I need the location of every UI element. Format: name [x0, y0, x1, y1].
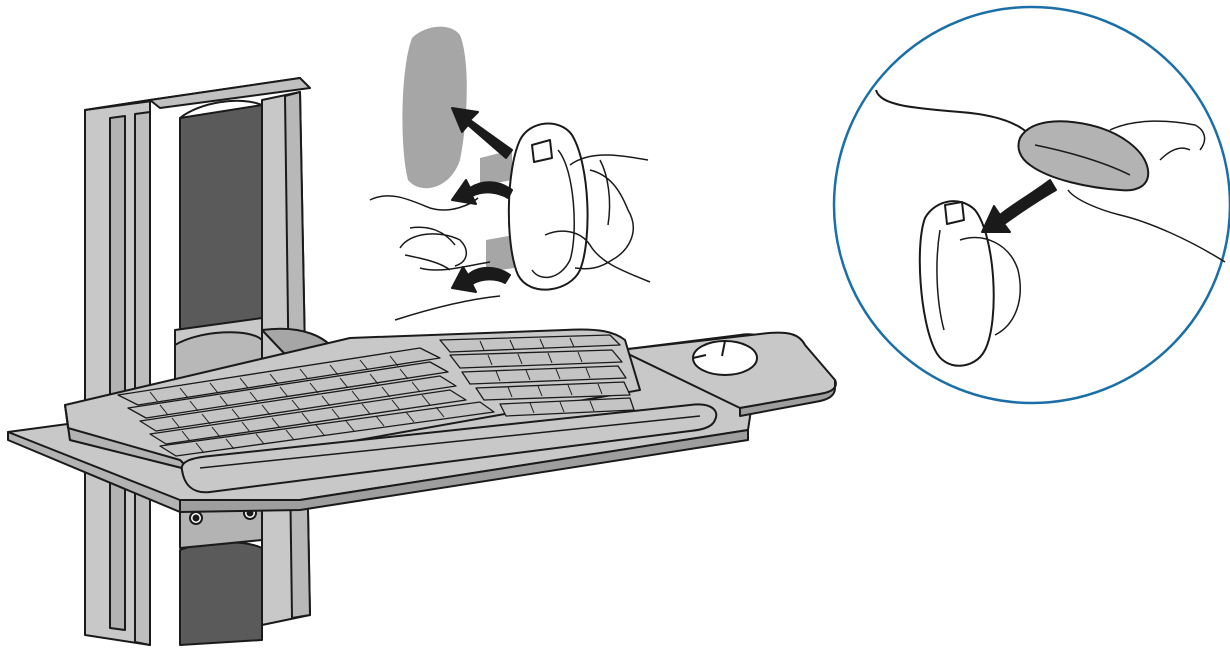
mouse — [693, 341, 757, 375]
arrow-curve-icon — [452, 267, 510, 292]
mouse-holder-mounting — [370, 27, 650, 320]
mouse-holder — [920, 201, 994, 366]
arrow-curve-icon — [452, 180, 512, 204]
detail-callout — [834, 7, 1230, 403]
